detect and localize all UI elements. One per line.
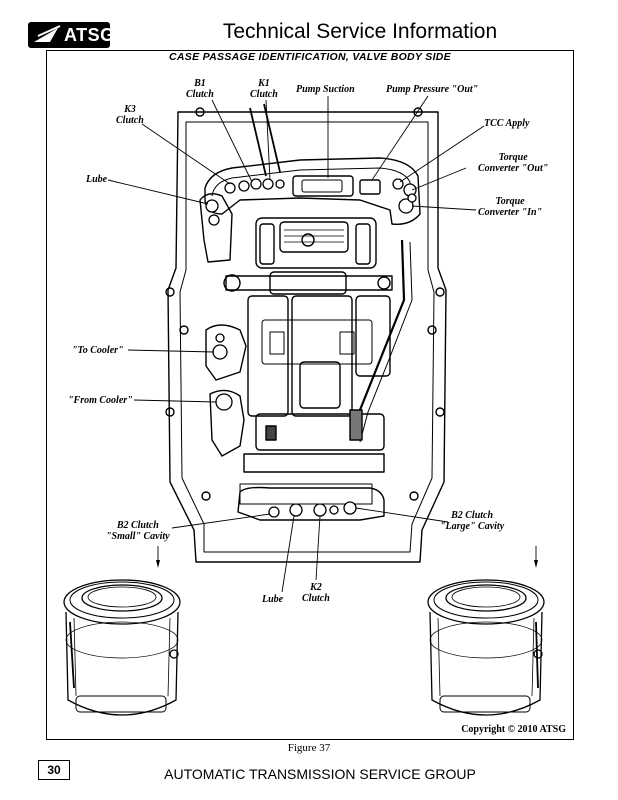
port-b1b bbox=[250, 178, 262, 190]
case-inner-outline bbox=[179, 121, 435, 553]
case-outline bbox=[167, 111, 447, 563]
port-lube-lower bbox=[289, 503, 303, 517]
label-to-cooler: "To Cooler" bbox=[72, 345, 124, 356]
footer-org-name: AUTOMATIC TRANSMISSION SERVICE GROUP bbox=[164, 766, 476, 782]
atsg-logo: ATSG bbox=[28, 22, 114, 48]
port-from-cooler bbox=[215, 393, 233, 411]
port-b1 bbox=[238, 180, 250, 192]
label-lube-lower: Lube bbox=[262, 594, 284, 605]
port-b2-large bbox=[343, 501, 357, 515]
label-pump-suction: Pump Suction bbox=[296, 84, 355, 95]
port-to-cooler bbox=[212, 344, 228, 360]
page-title: Technical Service Information bbox=[222, 20, 498, 43]
label-tcc-apply: TCC Apply bbox=[484, 118, 530, 129]
label-b2-clutch-small: B2 Clutch"Small" Cavity bbox=[106, 520, 170, 542]
b2-piston-left bbox=[63, 579, 181, 716]
figure-number: Figure 37 bbox=[287, 742, 331, 754]
figure-frame bbox=[46, 50, 574, 740]
port-k1 bbox=[262, 178, 274, 190]
b2-piston-right bbox=[427, 579, 545, 716]
logo-text: ATSG bbox=[64, 25, 115, 45]
port-lube-upper bbox=[205, 199, 219, 213]
page-number: 30 bbox=[38, 760, 70, 780]
figure-caption: CASE PASSAGE IDENTIFICATION, VALVE BODY … bbox=[169, 51, 451, 63]
upper-passage-ring bbox=[204, 157, 421, 225]
port-k1b bbox=[275, 179, 285, 189]
lower-port-strip bbox=[237, 486, 385, 521]
copyright-notice: Copyright © 2010 ATSG bbox=[461, 724, 566, 735]
label-b2-clutch-large: B2 Clutch"Large" Cavity bbox=[440, 510, 505, 532]
port-b2-small bbox=[268, 506, 280, 518]
port-k2 bbox=[313, 503, 327, 517]
label-lube-upper: Lube bbox=[86, 174, 108, 185]
logo-emblem-icon bbox=[34, 25, 61, 42]
port-k3 bbox=[224, 182, 236, 194]
label-pump-pressure-out: Pump Pressure "Out" bbox=[386, 84, 479, 95]
label-from-cooler: "From Cooler" bbox=[68, 395, 133, 406]
